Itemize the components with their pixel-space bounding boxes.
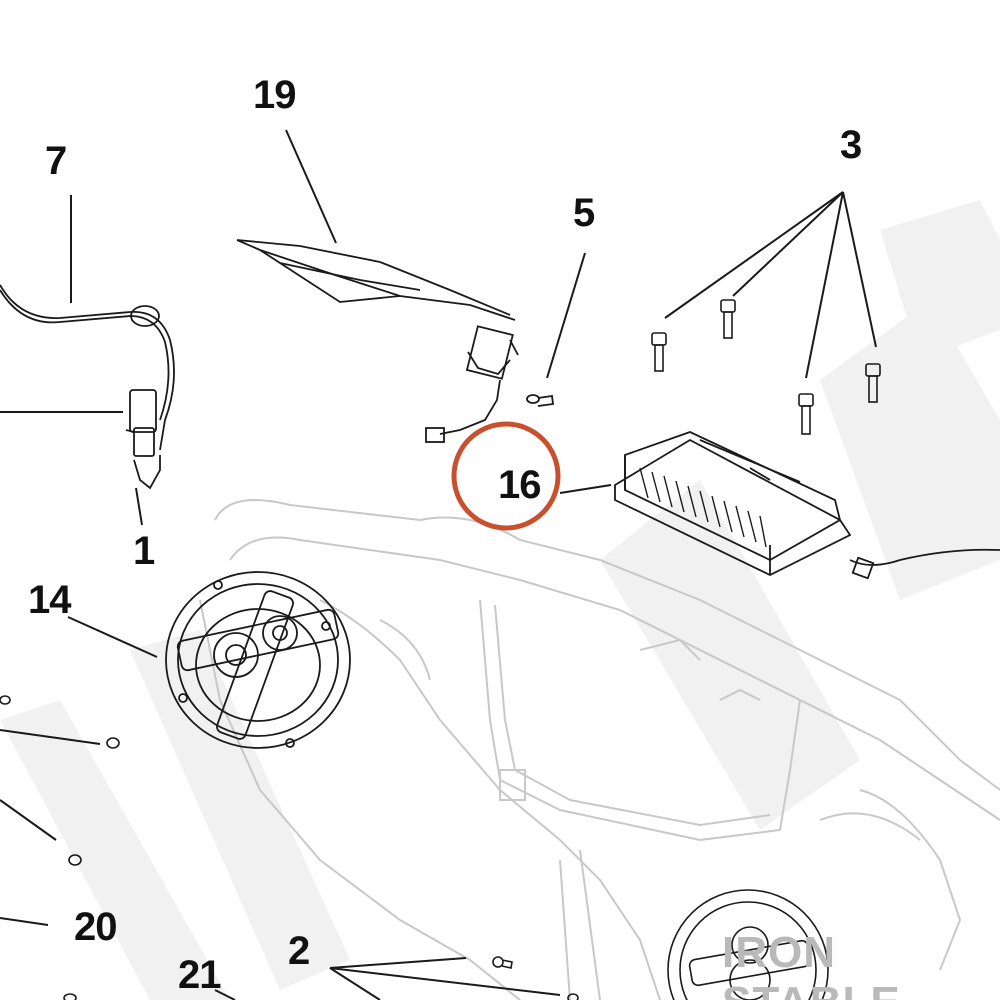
leader-lines — [0, 129, 877, 1000]
callout-21: 21 — [178, 953, 221, 997]
callout-3: 3 — [840, 123, 862, 167]
callout-20: 20 — [74, 905, 117, 949]
callout-1: 1 — [133, 529, 155, 573]
amplifier-part-16 — [614, 431, 1000, 580]
harness-assembly — [0, 284, 175, 490]
speaker-part-14 — [165, 571, 351, 749]
background-watermark-shapes — [0, 200, 1000, 1000]
antenna-assembly — [236, 239, 519, 443]
callout-16: 16 — [498, 463, 541, 507]
watermark-text: IRON STABLE — [722, 928, 900, 1000]
highlight-circle — [451, 421, 561, 531]
callout-19: 19 — [253, 73, 296, 117]
callout-5: 5 — [573, 191, 595, 235]
screw-part-5 — [526, 394, 555, 407]
callout-7: 7 — [45, 139, 67, 183]
fairing-ghost-outline — [199, 499, 1000, 1000]
callout-14: 14 — [28, 578, 71, 622]
speaker-ghost-lower — [667, 889, 829, 1000]
callout-2: 2 — [288, 929, 310, 973]
small-screws — [0, 695, 579, 1000]
bolts-part-3 — [651, 299, 881, 435]
